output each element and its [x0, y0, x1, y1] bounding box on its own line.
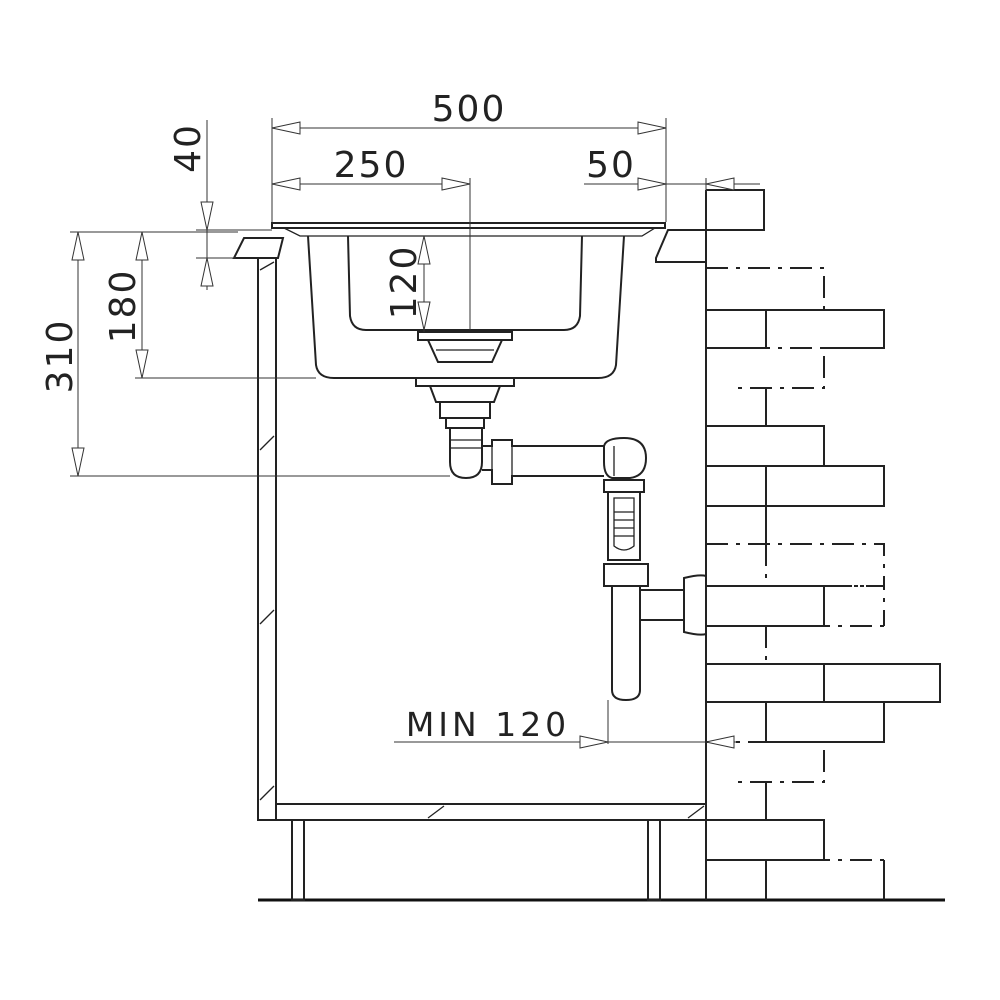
dim-label-50: 50	[586, 145, 636, 186]
dimension-lines	[70, 118, 760, 749]
sink-bowl	[271, 222, 666, 379]
dim-label-250: 250	[334, 145, 409, 186]
wall	[705, 189, 941, 900]
cabinet	[232, 229, 707, 901]
dim-label-180: 180	[103, 269, 144, 344]
dim-label-120-drain: 120	[384, 245, 425, 320]
dim-label-500: 500	[432, 89, 507, 130]
dim-label-40: 40	[168, 123, 209, 173]
dim-label-min-120: MIN 120	[406, 705, 570, 744]
dim-label-310: 310	[40, 319, 81, 394]
drain-trap	[415, 331, 707, 702]
